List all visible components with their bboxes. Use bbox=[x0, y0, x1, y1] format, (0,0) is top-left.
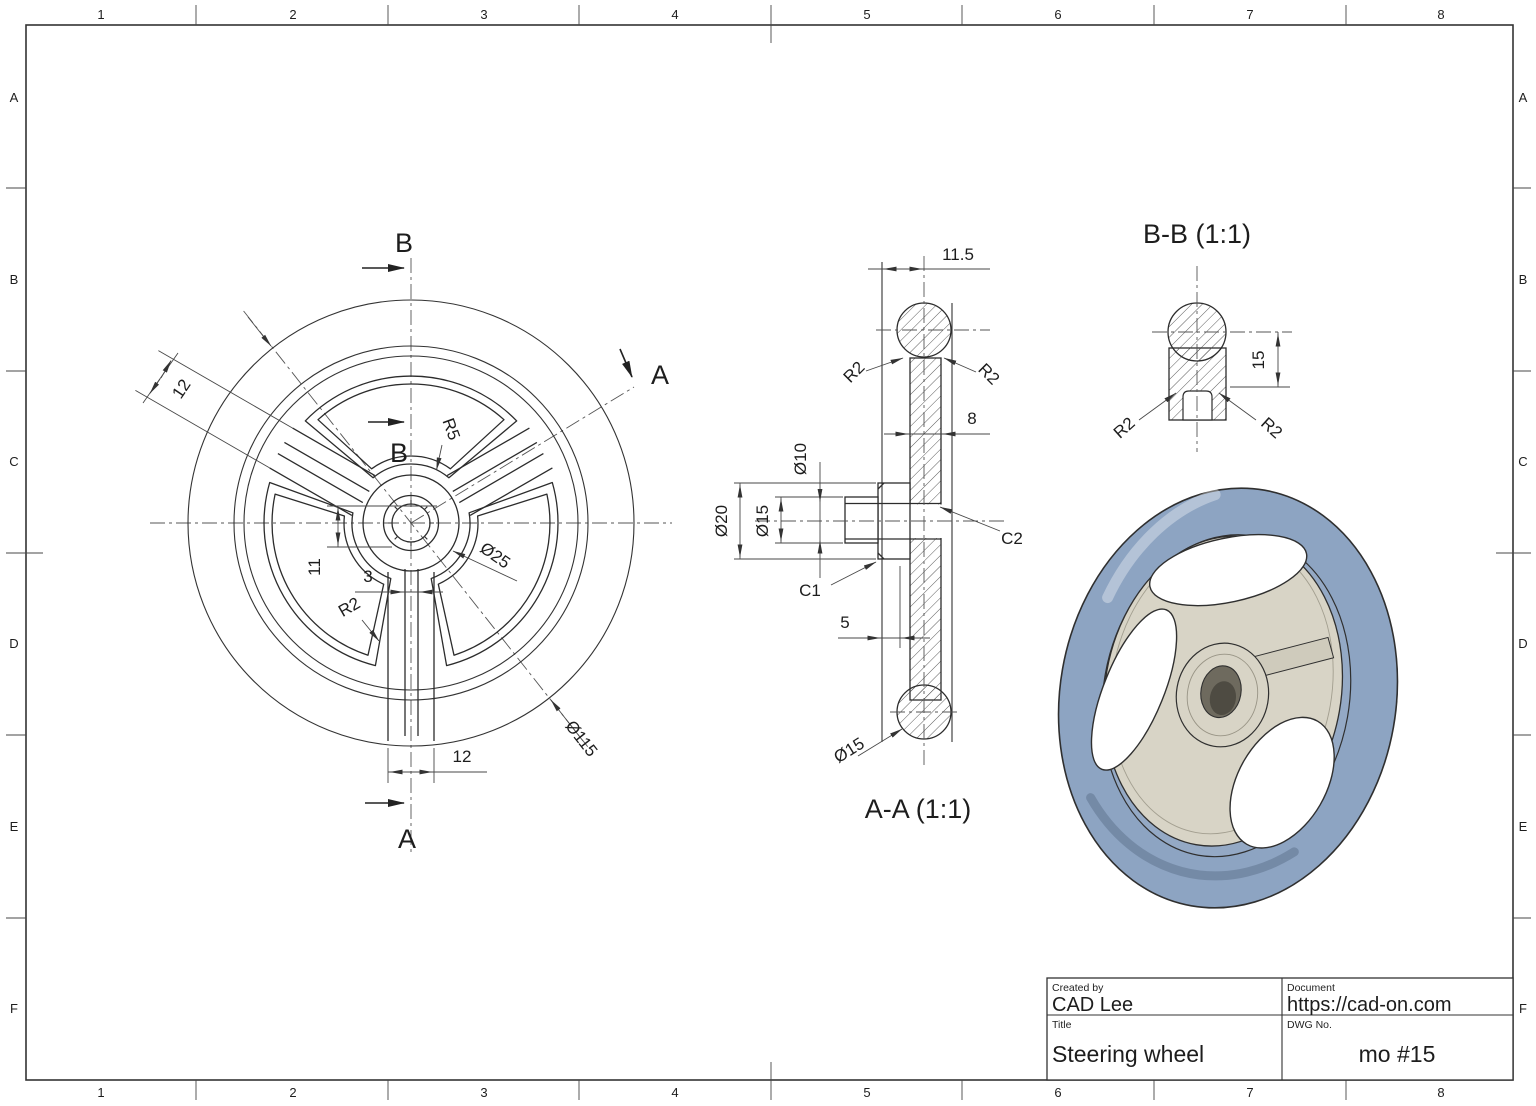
section-bb-title: B-B (1:1) bbox=[1143, 219, 1251, 249]
rim-tangent-circle bbox=[243, 355, 579, 691]
rim-silhouette-lines bbox=[881, 262, 953, 742]
row-label-left: A bbox=[10, 90, 19, 105]
section-a-label-bottom: A bbox=[398, 824, 416, 854]
dim-r2-bb-left: R2 bbox=[1110, 414, 1139, 443]
col-label-bottom: 5 bbox=[863, 1085, 870, 1100]
rim-inner-circle bbox=[233, 345, 589, 701]
dim-phi10: Ø10 bbox=[791, 443, 810, 475]
col-label-bottom: 1 bbox=[97, 1085, 104, 1100]
col-label-top: 4 bbox=[671, 7, 678, 22]
dim-12-spoke: 12 bbox=[168, 376, 194, 402]
row-label-right: A bbox=[1519, 90, 1528, 105]
col-label-top: 5 bbox=[863, 7, 870, 22]
col-label-top: 2 bbox=[289, 7, 296, 22]
section-b-label-mid: B bbox=[390, 438, 408, 468]
section-aa-title: A-A (1:1) bbox=[865, 794, 972, 824]
row-label-right: F bbox=[1519, 1001, 1527, 1016]
dim-15: 15 bbox=[1249, 351, 1268, 370]
row-label-right: E bbox=[1519, 819, 1528, 834]
col-label-top: 1 bbox=[97, 7, 104, 22]
col-label-bottom: 2 bbox=[289, 1085, 296, 1100]
document-value: https://cad-on.com bbox=[1287, 994, 1452, 1016]
dwg-no-label: DWG No. bbox=[1287, 1019, 1332, 1031]
dim-phi15-rim: Ø15 bbox=[830, 734, 867, 767]
hub-serration bbox=[388, 500, 434, 546]
dim-phi25: Ø25 bbox=[477, 538, 514, 572]
dim-11: 11 bbox=[305, 558, 324, 576]
frame-border bbox=[25, 24, 1514, 1081]
render-3d bbox=[1057, 487, 1399, 909]
section-marks: B B A A bbox=[362, 228, 669, 854]
render-hub-ring bbox=[1186, 653, 1259, 737]
document-label: Document bbox=[1287, 982, 1335, 994]
row-label-left: D bbox=[9, 636, 18, 651]
dim-c1: C1 bbox=[799, 581, 821, 600]
dim-r2-aa-left: R2 bbox=[840, 358, 869, 387]
col-label-top: 3 bbox=[480, 7, 487, 22]
front-view: B B A A 12 R5 11 3 bbox=[135, 228, 672, 854]
row-label-right: D bbox=[1518, 636, 1527, 651]
aa-centerlines bbox=[755, 256, 1005, 768]
render-cutout-top bbox=[1148, 533, 1308, 607]
col-label-bottom: 8 bbox=[1437, 1085, 1444, 1100]
section-b-label-top: B bbox=[395, 228, 413, 258]
title-label: Title bbox=[1052, 1019, 1072, 1031]
section-aa: 11.5 R2 R2 8 Ø20 Ø15 Ø10 bbox=[712, 245, 1023, 824]
outer-rim-circle bbox=[187, 299, 635, 747]
dim-phi115: Ø115 bbox=[561, 717, 601, 760]
dim-11-5: 11.5 bbox=[942, 245, 974, 264]
front-centerlines bbox=[150, 258, 672, 852]
dim-8: 8 bbox=[967, 409, 976, 428]
render-cutout-left bbox=[1090, 608, 1178, 771]
col-label-top: 8 bbox=[1437, 7, 1444, 22]
render-cutout-right bbox=[1229, 716, 1335, 849]
created-by-value: CAD Lee bbox=[1052, 994, 1133, 1016]
section-bb: 15 R2 R2 B-B (1:1) bbox=[1110, 219, 1292, 452]
col-label-bottom: 3 bbox=[480, 1085, 487, 1100]
render-bore-shadow bbox=[1209, 681, 1237, 716]
spokes bbox=[269, 427, 553, 741]
dim-5: 5 bbox=[840, 613, 849, 632]
bb-centerlines bbox=[1152, 266, 1292, 452]
dim-r2-front: R2 bbox=[335, 594, 363, 621]
row-label-left: F bbox=[10, 1001, 18, 1016]
title-value: Steering wheel bbox=[1052, 1041, 1204, 1067]
dim-12-bottom: 12 bbox=[453, 747, 472, 766]
frame-ticks bbox=[6, 5, 1531, 1100]
spoke-cutouts bbox=[263, 375, 559, 667]
dwg-no-value: mo #15 bbox=[1359, 1041, 1436, 1067]
dim-r2-aa-right: R2 bbox=[974, 360, 1003, 389]
front-dimensions: 12 R5 11 3 Ø25 R2 Ø115 bbox=[135, 316, 601, 783]
row-label-right: B bbox=[1519, 272, 1528, 287]
dim-r5: R5 bbox=[439, 416, 464, 443]
render-rim-shadow bbox=[1086, 793, 1299, 881]
spoke-rib-channel bbox=[1182, 390, 1213, 421]
dim-phi20: Ø20 bbox=[712, 505, 731, 537]
section-a-label-diag: A bbox=[651, 360, 669, 390]
row-label-left: B bbox=[10, 272, 19, 287]
col-label-top: 7 bbox=[1246, 7, 1253, 22]
drawing-frame: 1 2 3 4 5 6 7 8 1 2 3 4 5 6 7 8 A B C D … bbox=[6, 5, 1531, 1100]
col-label-bottom: 6 bbox=[1054, 1085, 1061, 1100]
title-block: Created by CAD Lee Document https://cad-… bbox=[1046, 977, 1514, 1081]
created-by-label: Created by bbox=[1052, 982, 1104, 994]
row-label-right: C bbox=[1518, 454, 1527, 469]
dim-phi15: Ø15 bbox=[753, 505, 772, 537]
col-label-top: 6 bbox=[1054, 7, 1061, 22]
dim-c2: C2 bbox=[1001, 529, 1023, 548]
col-label-bottom: 4 bbox=[671, 1085, 678, 1100]
dim-3: 3 bbox=[363, 567, 372, 586]
hub bbox=[362, 474, 460, 572]
dim-r2-bb-right: R2 bbox=[1257, 414, 1286, 443]
col-label-bottom: 7 bbox=[1246, 1085, 1253, 1100]
render-rim-highlight bbox=[1102, 489, 1221, 604]
row-label-left: E bbox=[10, 819, 19, 834]
row-label-left: C bbox=[9, 454, 18, 469]
